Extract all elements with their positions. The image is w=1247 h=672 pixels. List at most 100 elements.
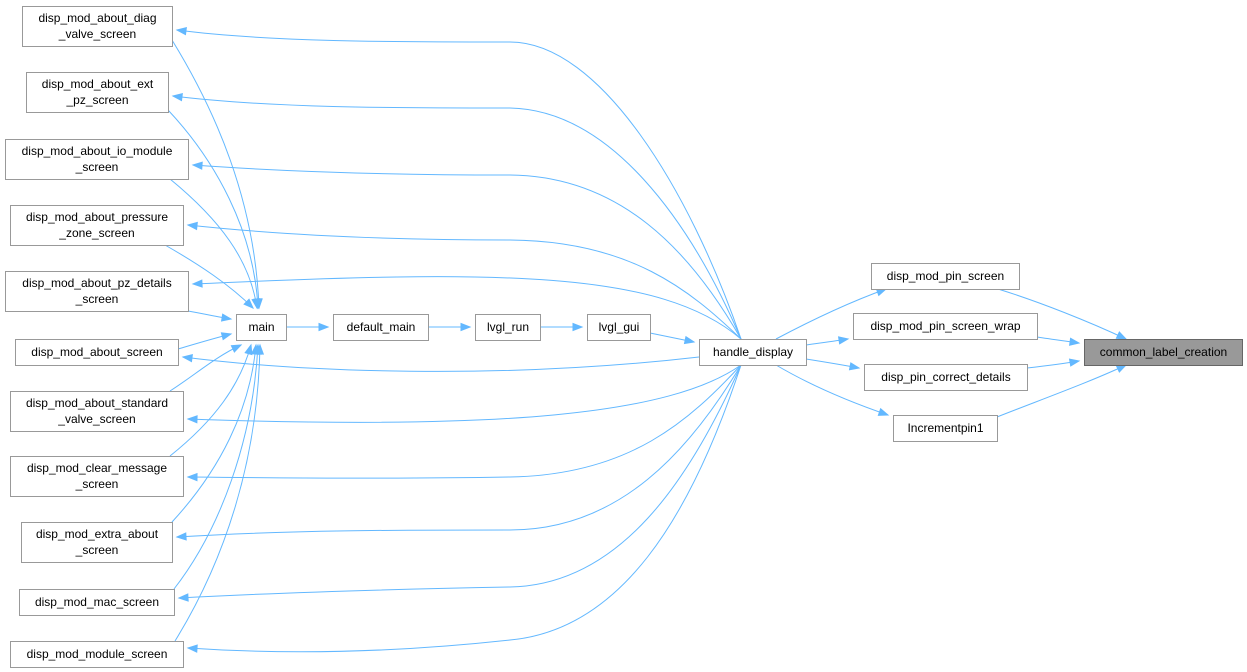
edge-handle_display-to-disp_mod_clear_message_screen: [187, 364, 742, 479]
node-box: [699, 339, 807, 366]
node-lvgl_gui[interactable]: lvgl_gui: [587, 314, 651, 341]
node-common_label_creation[interactable]: common_label_creation: [1084, 339, 1243, 366]
node-label: disp_mod_about_io_module: [22, 144, 173, 158]
node-label: disp_mod_clear_message: [27, 461, 167, 475]
node-disp_mod_about_diag_valve_screen[interactable]: disp_mod_about_diag _valve_screen: [22, 6, 173, 47]
edge-disp_mod_about_pressure_zone_screen-to-main: [164, 244, 254, 309]
edge-disp_mod_about_standard_valve_screen-to-main-arrowhead: [230, 344, 243, 353]
edge-disp_mod_about_standard_valve_screen-to-main: [169, 344, 242, 392]
edge-handle_display-to-disp_mod_about_diag_valve_screen: [176, 29, 742, 340]
node-label: lvgl_gui: [599, 320, 640, 334]
node-label: disp_pin_correct_details: [881, 370, 1010, 384]
node-disp_mod_module_screen[interactable]: disp_mod_module_screen: [10, 641, 184, 668]
node-lvgl_run[interactable]: lvgl_run: [475, 314, 541, 341]
edge-handle_display-to-disp_mod_pin_screen_wrap-arrowhead: [837, 336, 850, 345]
node-disp_mod_pin_screen_wrap[interactable]: disp_mod_pin_screen_wrap: [853, 313, 1038, 340]
edge-lvgl_gui-to-handle_display-arrowhead: [683, 335, 696, 345]
node-label: main: [248, 320, 274, 334]
edge-handle_display-to-Incrementpin1-arrowhead: [877, 407, 890, 416]
edge-handle_display-to-disp_mod_extra_about_screen: [176, 364, 742, 538]
edge-handle_display-to-disp_mod_about_screen-arrowhead: [181, 353, 193, 363]
edge-disp_mod_mac_screen-to-main: [173, 344, 259, 590]
node-label: _zone_screen: [58, 226, 134, 240]
edge-handle_display-to-disp_mod_clear_message_screen-arrowhead: [186, 472, 198, 482]
node-box: [5, 139, 189, 180]
node-box: [26, 72, 169, 113]
node-label: disp_mod_about_pressure: [26, 210, 168, 224]
edges-layer: [164, 27, 1128, 653]
node-box: [21, 522, 173, 563]
node-label: _pz_screen: [65, 93, 128, 107]
edge-disp_mod_module_screen-to-main: [174, 344, 261, 642]
node-disp_mod_about_screen[interactable]: disp_mod_about_screen: [15, 339, 179, 366]
edge-default_main-to-lvgl_run-arrowhead: [460, 322, 472, 332]
node-disp_mod_pin_screen[interactable]: disp_mod_pin_screen: [871, 263, 1020, 290]
edge-disp_mod_pin_screen-to-common_label_creation: [997, 288, 1127, 340]
edge-disp_mod_pin_screen-to-common_label_creation-arrowhead: [1115, 331, 1128, 340]
edge-handle_display-to-disp_mod_pin_screen: [775, 288, 887, 340]
node-box: [22, 6, 173, 47]
edge-handle_display-to-disp_mod_about_pz_details_screen-arrowhead: [191, 279, 203, 288]
edge-disp_mod_about_diag_valve_screen-to-main: [171, 39, 260, 309]
node-label: disp_mod_about_screen: [31, 345, 162, 359]
node-label: _screen: [75, 292, 119, 306]
node-disp_mod_about_standard_valve_screen[interactable]: disp_mod_about_standard_valve_screen: [10, 391, 184, 432]
node-disp_pin_correct_details[interactable]: disp_pin_correct_details: [864, 364, 1028, 391]
node-default_main[interactable]: default_main: [333, 314, 429, 341]
edge-handle_display-to-disp_mod_about_io_module_screen: [192, 164, 742, 340]
edge-disp_mod_clear_message_screen-to-main-arrowhead: [244, 343, 253, 356]
edge-handle_display-to-disp_pin_correct_details-arrowhead: [848, 362, 861, 371]
node-label: _valve_screen: [58, 27, 136, 41]
node-Incrementpin1[interactable]: Incrementpin1: [893, 415, 998, 442]
node-label: disp_mod_pin_screen: [887, 269, 1004, 283]
node-main[interactable]: main: [236, 314, 287, 341]
node-label: _valve_screen: [57, 412, 135, 426]
node-label: _screen: [75, 477, 119, 491]
edge-handle_display-to-disp_mod_about_ext_pz_screen: [172, 95, 742, 340]
node-box: [10, 205, 184, 246]
edge-disp_mod_module_screen-to-main-arrowhead: [255, 343, 265, 355]
node-box: [10, 391, 184, 432]
edge-handle_display-to-disp_mod_about_standard_valve_screen: [187, 364, 742, 423]
node-label: lvgl_run: [487, 320, 529, 334]
edge-handle_display-to-disp_mod_mac_screen: [178, 364, 742, 599]
edge-disp_mod_about_screen-to-main-arrowhead: [220, 332, 233, 341]
node-label: disp_mod_about_pz_details: [22, 276, 171, 290]
node-label: disp_mod_about_diag: [38, 11, 156, 25]
node-label: handle_display: [713, 345, 793, 359]
node-label: disp_mod_about_ext: [42, 77, 154, 91]
edge-disp_mod_about_io_module_screen-to-main-arrowhead: [251, 297, 260, 310]
node-handle_display[interactable]: handle_display: [699, 339, 807, 366]
node-label: disp_mod_extra_about: [36, 527, 159, 541]
edge-handle_display-to-disp_mod_about_ext_pz_screen-arrowhead: [171, 92, 183, 102]
node-label: default_main: [347, 320, 416, 334]
node-box: [1084, 339, 1243, 366]
node-label: _screen: [75, 543, 119, 557]
edge-handle_display-to-Incrementpin1: [775, 364, 889, 416]
node-box: [893, 415, 998, 442]
node-label: Incrementpin1: [907, 421, 983, 435]
node-disp_mod_clear_message_screen[interactable]: disp_mod_clear_message _screen: [10, 456, 184, 497]
edge-disp_mod_extra_about_screen-to-main: [171, 344, 257, 523]
node-disp_mod_about_pressure_zone_screen[interactable]: disp_mod_about_pressure _zone_screen: [10, 205, 184, 246]
node-disp_mod_extra_about_screen[interactable]: disp_mod_extra_about _screen: [21, 522, 173, 563]
node-disp_mod_about_pz_details_screen[interactable]: disp_mod_about_pz_details _screen: [5, 271, 189, 312]
node-label: common_label_creation: [1100, 345, 1227, 359]
node-disp_mod_about_io_module_screen[interactable]: disp_mod_about_io_module_screen: [5, 139, 189, 180]
node-box: [864, 364, 1028, 391]
node-box: [475, 314, 541, 341]
edge-handle_display-to-disp_mod_module_screen: [187, 364, 742, 653]
node-box: [10, 641, 184, 668]
node-box: [587, 314, 651, 341]
edge-handle_display-to-disp_mod_about_pressure_zone_screen: [187, 224, 742, 340]
edge-handle_display-to-disp_mod_about_pressure_zone_screen-arrowhead: [186, 221, 198, 231]
node-box: [871, 263, 1020, 290]
edge-disp_mod_about_pz_details_screen-to-main-arrowhead: [220, 313, 233, 322]
edge-handle_display-to-disp_mod_about_standard_valve_screen-arrowhead: [186, 415, 198, 424]
edge-Incrementpin1-to-common_label_creation: [996, 364, 1127, 418]
edge-disp_mod_about_pressure_zone_screen-to-main-arrowhead: [243, 298, 254, 309]
nodes-layer: common_label_creation disp_mod_pin_screen…: [5, 6, 1243, 668]
node-disp_mod_about_ext_pz_screen[interactable]: disp_mod_about_ext _pz_screen: [26, 72, 169, 113]
node-disp_mod_mac_screen[interactable]: disp_mod_mac_screen: [19, 589, 175, 616]
